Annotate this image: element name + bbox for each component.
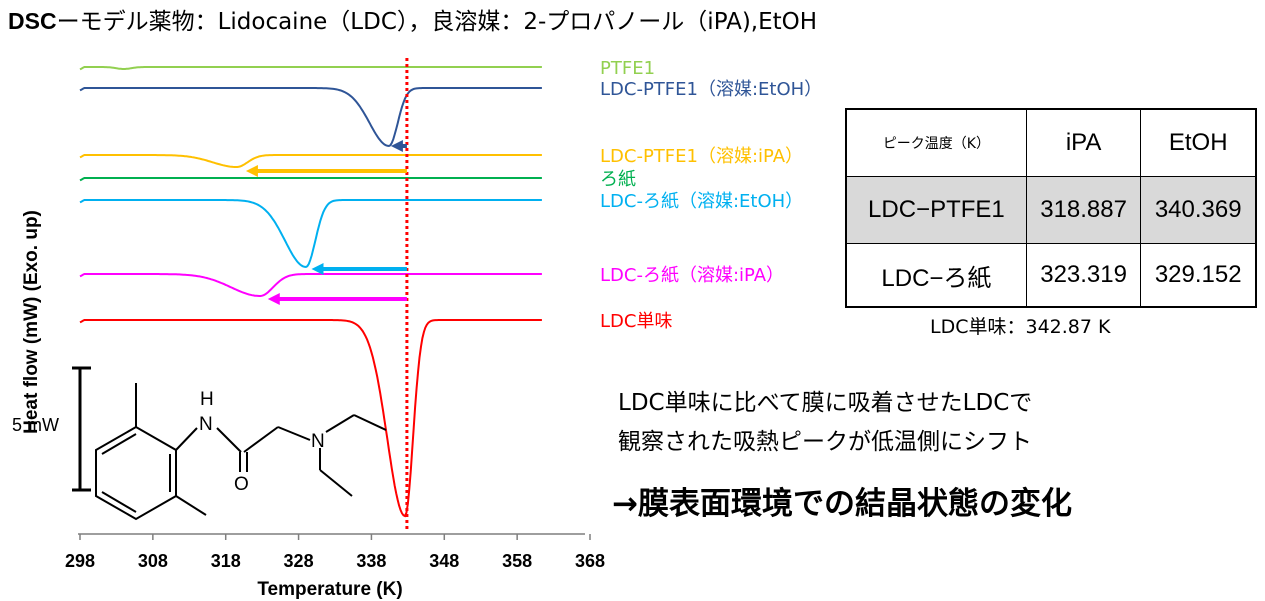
x-ticks: 298 308 318 328 338 348 358 368: [65, 534, 605, 571]
scale-bar: 5 mW: [12, 366, 91, 492]
x-tick-label: 358: [502, 551, 532, 571]
table-header-row: ピーク温度（K） iPA EtOH: [846, 109, 1256, 177]
series-label: ろ紙: [600, 169, 636, 190]
series-layer: [79, 66, 542, 518]
header-etoh: EtOH: [1140, 109, 1256, 177]
pure-ldc-peak: LDC単味：342.87 K: [930, 316, 1111, 338]
scale-bar-label: 5 mW: [12, 415, 59, 435]
lidocaine-structure-image: [95, 383, 387, 521]
row-etoh-value: 340.369: [1140, 176, 1256, 244]
series-line: [79, 273, 542, 297]
x-tick-label: 298: [65, 551, 95, 571]
shift-arrow-head: [245, 165, 258, 177]
header-peak-temp: ピーク温度（K）: [846, 109, 1027, 177]
x-tick-label: 338: [356, 551, 386, 571]
x-tick-label: 348: [429, 551, 459, 571]
x-tick-label: 318: [211, 551, 241, 571]
peak-temperature-table: ピーク温度（K） iPA EtOH LDC−PTFE1 318.887 340.…: [845, 108, 1257, 308]
series-line: [79, 177, 542, 182]
atom-h: H: [200, 389, 214, 410]
row-ipa-value: 323.319: [1025, 243, 1142, 307]
atom-o: O: [234, 474, 249, 495]
shift-arrow-head: [390, 140, 403, 152]
statement-line-2: 観察された吸熱ピークが低温側にシフト: [618, 429, 1032, 455]
y-axis-label: Heat flow (mW) (Exo. up): [21, 210, 42, 434]
header-ipa: iPA: [1025, 109, 1142, 177]
table-row: LDC−ろ紙 323.319 329.152: [846, 243, 1256, 307]
atom-n-amine: N: [311, 431, 325, 452]
conclusion-text: →膜表面環境での結晶状態の変化: [612, 486, 1072, 522]
row-etoh-value: 329.152: [1140, 243, 1256, 307]
series-label: LDC単味: [600, 311, 672, 332]
series-line: [79, 87, 542, 148]
row-sample: LDC−ろ紙: [846, 243, 1027, 307]
series-label: LDC-PTFE1（溶媒:EtOH）: [600, 79, 822, 100]
table-row: LDC−PTFE1 318.887 340.369: [846, 176, 1256, 244]
slide-title: DSCーモデル薬物：Lidocaine（LDC），良溶媒：2-プロパノール（iP…: [8, 2, 817, 36]
x-tick-label: 328: [284, 551, 314, 571]
series-label: LDC-ろ紙（溶媒:EtOH）: [600, 191, 803, 212]
series-label: LDC-PTFE1（溶媒:iPA）: [600, 146, 803, 167]
series-line: [79, 319, 542, 518]
x-tick-label: 308: [138, 551, 168, 571]
row-sample: LDC−PTFE1: [846, 176, 1027, 244]
series-line: [79, 199, 542, 269]
title-rest: ーモデル薬物：Lidocaine（LDC），良溶媒：2-プロパノール（iPA),…: [56, 9, 818, 35]
series-line: [79, 66, 542, 71]
arrow-layer: [245, 140, 407, 305]
atom-n-amide: N: [199, 414, 213, 435]
shift-arrow-head: [267, 293, 280, 305]
x-tick-label: 368: [575, 551, 605, 571]
statement-line-1: LDC単味に比べて膜に吸着させたLDCで: [618, 390, 1033, 416]
title-bold: DSC: [8, 8, 57, 34]
series-label: PTFE1: [600, 58, 655, 79]
x-axis-label: Temperature (K): [257, 579, 402, 600]
shift-arrow-head: [311, 263, 324, 275]
row-ipa-value: 318.887: [1025, 176, 1142, 244]
series-line: [79, 154, 542, 168]
series-label: LDC-ろ紙（溶媒:iPA）: [600, 265, 784, 286]
